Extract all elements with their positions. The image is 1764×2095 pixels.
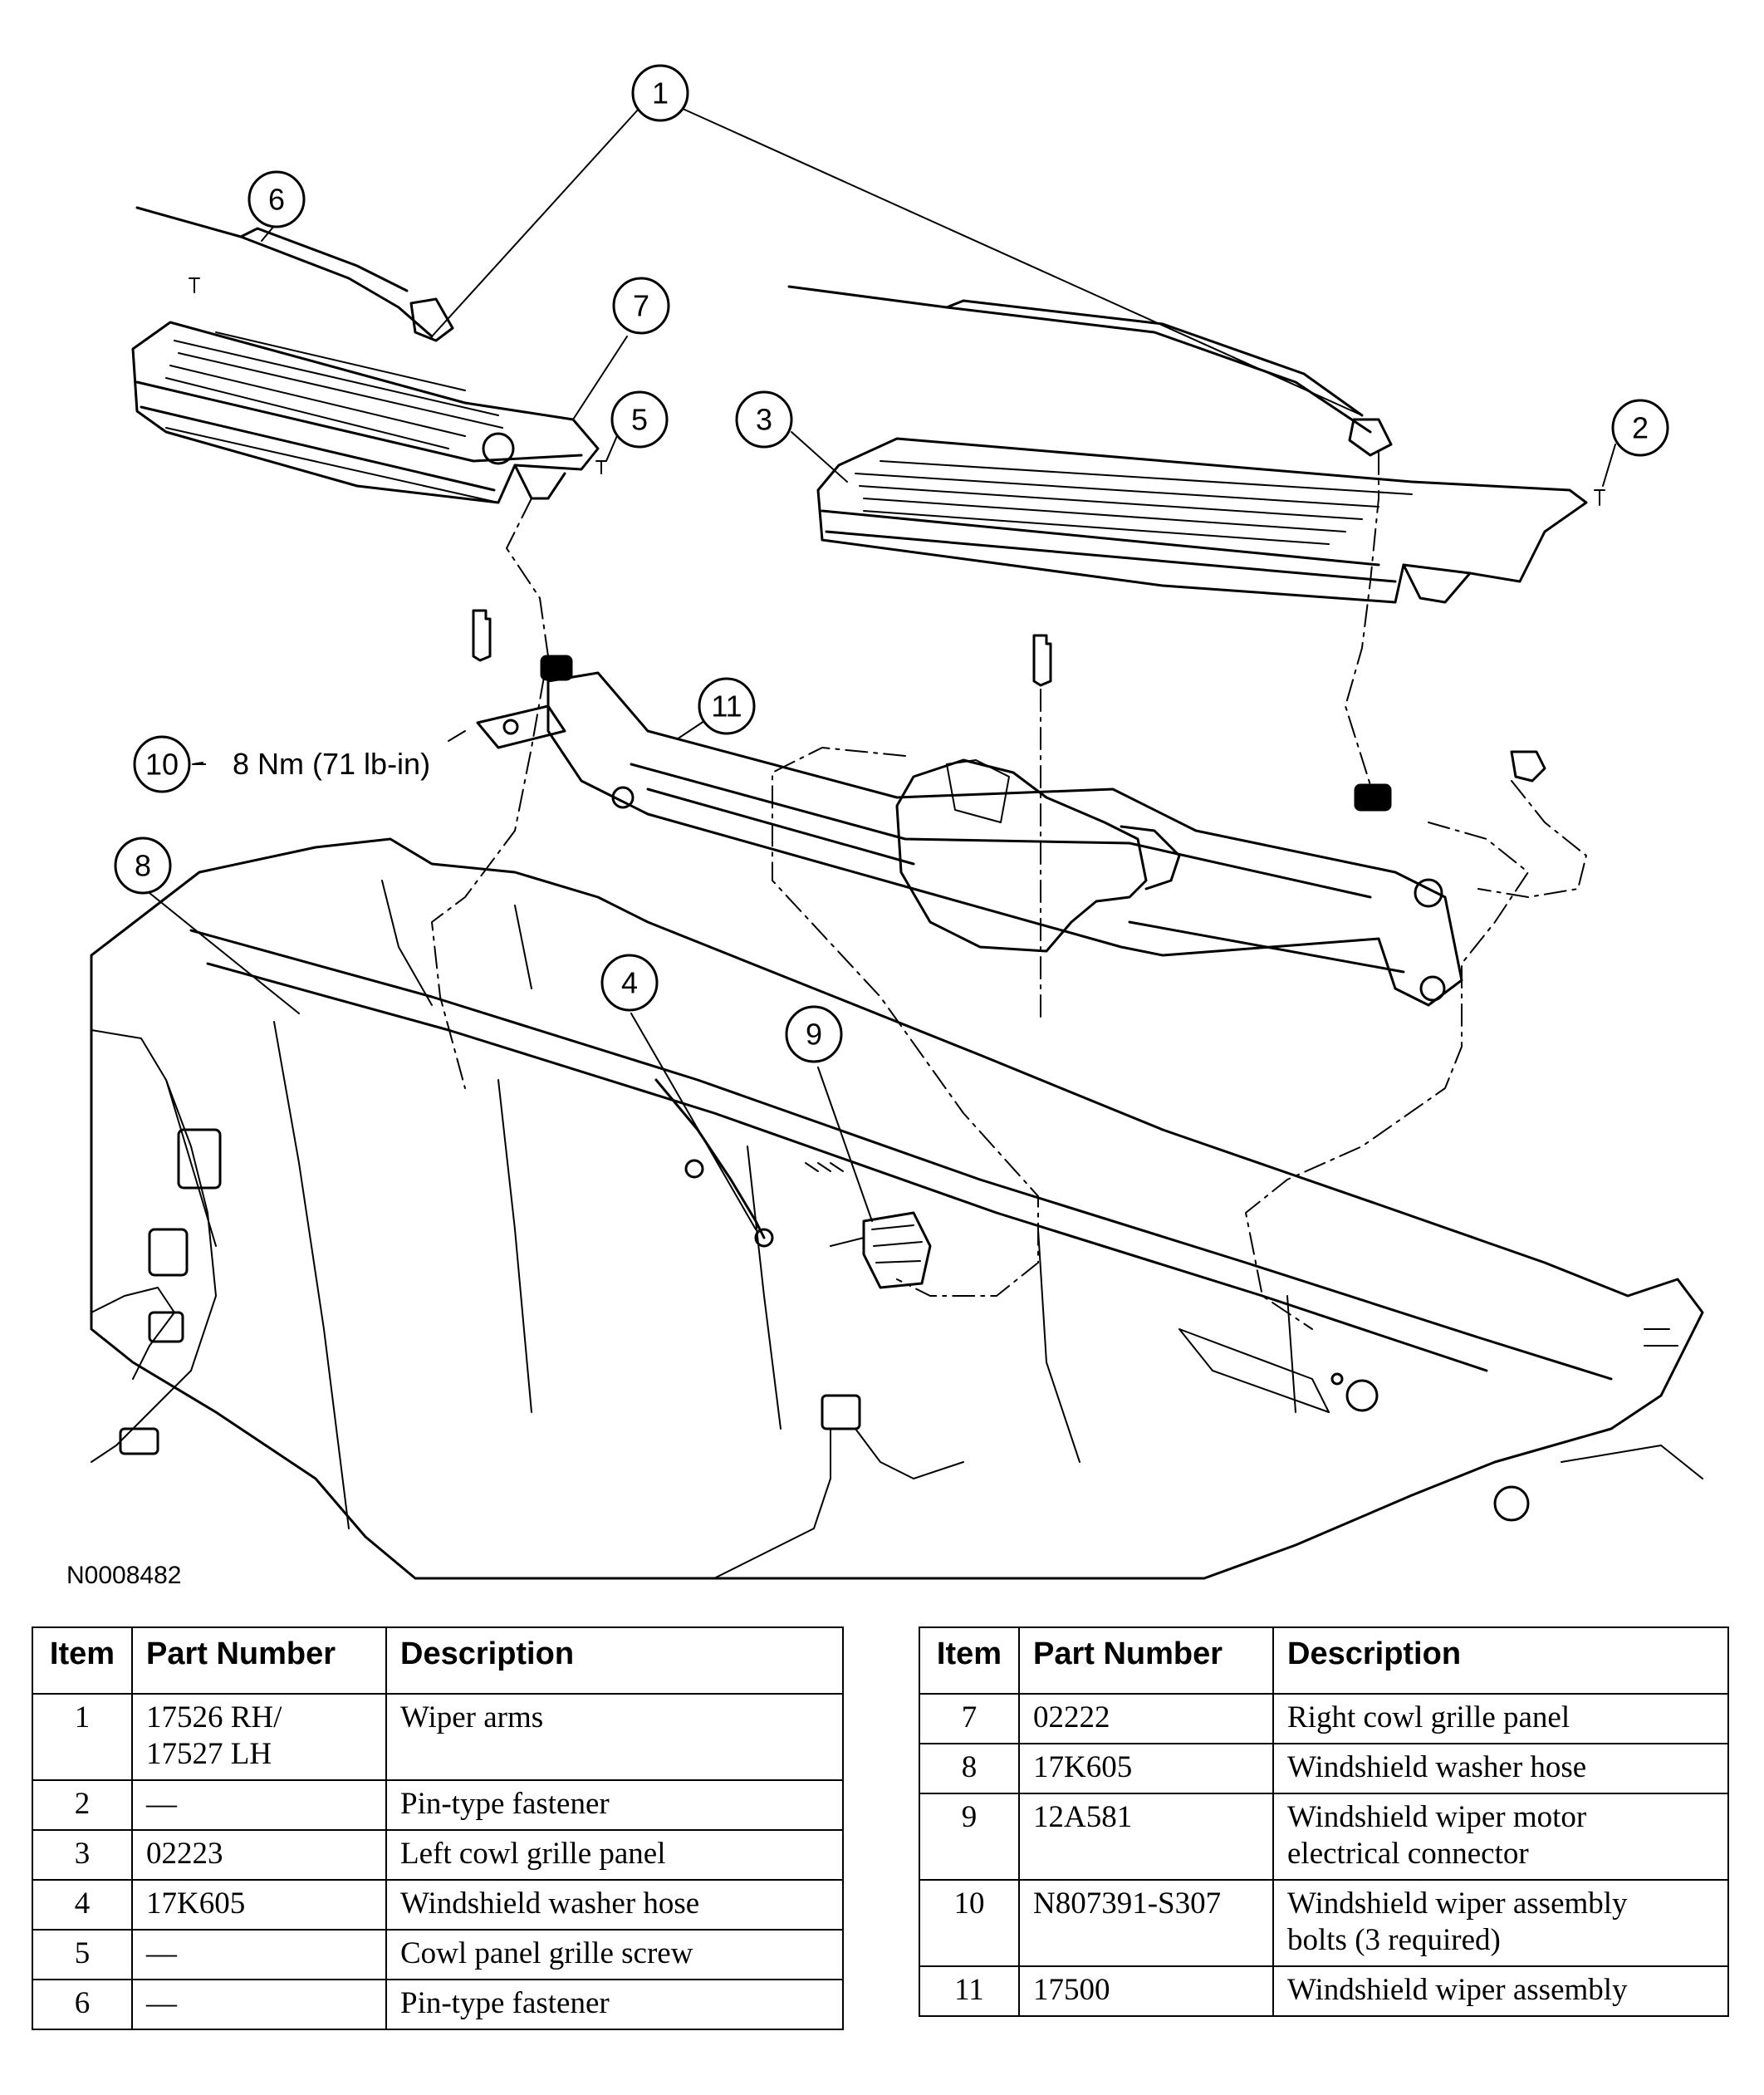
callout-8 [114,837,172,895]
table-header-row: Item Part Number Description [32,1626,844,1695]
callout-label-9: 9 [806,1018,822,1052]
item-cell: 5 [32,1929,133,1980]
part-number-cell: 17526 RH/ 17527 LH [131,1693,387,1781]
callout-label-8: 8 [135,849,151,883]
description-cell: Windshield wiper motor electrical connec… [1272,1793,1729,1881]
item-cell: 10 [919,1879,1020,1967]
wiper-linkage-assembly [476,655,1463,1007]
cowl-body-structure [90,837,1704,1580]
washer-hose [654,1078,844,1248]
wiper-arm-left [135,206,515,465]
table-row: 6—Pin-type fastener [32,1979,844,2030]
figure-id: N0008482 [66,1562,182,1589]
item-cell: 1 [32,1693,133,1781]
table-row: 2—Pin-type fastener [32,1779,844,1831]
part-number-cell: — [131,1929,387,1980]
part-number-cell: N807391-S307 [1018,1879,1274,1967]
callout-10 [133,735,191,793]
description-cell: Right cowl grille panel [1272,1693,1729,1744]
description-cell: Windshield washer hose [1272,1743,1729,1794]
callout-label-4: 4 [621,966,638,1000]
description-cell: Windshield wiper assembly bolts (3 requi… [1272,1879,1729,1967]
callout-4 [600,954,659,1012]
leader-lines [149,107,1616,1230]
callout-label-7: 7 [633,289,649,323]
item-cell: 4 [32,1879,133,1931]
callout-7 [612,277,670,335]
description-cell: Pin-type fastener [385,1779,844,1831]
callout-label-6: 6 [268,183,285,217]
part-number-cell: 17500 [1018,1965,1274,2017]
callout-11 [698,677,756,735]
callout-5 [610,390,669,449]
header-description: Description [385,1626,844,1695]
part-number-cell: 12A581 [1018,1793,1274,1881]
right-cowl-grille-panel [131,321,600,504]
part-number-cell: — [131,1979,387,2030]
header-part-number: Part Number [131,1626,387,1695]
header-item: Item [32,1626,133,1695]
description-cell: Windshield wiper assembly [1272,1965,1729,2017]
callout-circles [114,64,1669,1063]
callout-label-2: 2 [1632,411,1649,445]
part-number-cell: 17K605 [1018,1743,1274,1794]
description-cell: Cowl panel grille screw [385,1929,844,1980]
callout-6 [247,170,306,228]
part-number-cell: 02222 [1018,1693,1274,1744]
callout-2 [1611,399,1669,457]
table-header-row: Item Part Number Description [919,1626,1729,1695]
item-cell: 2 [32,1779,133,1831]
wiper-arm-right [787,285,1393,457]
item-cell: 6 [32,1979,133,2030]
left-cowl-grille-panel [816,437,1588,604]
phantom-lines [431,452,1587,1330]
part-number-cell: — [131,1779,387,1831]
callout-label-1: 1 [652,76,669,110]
callout-3 [735,390,793,449]
header-description: Description [1272,1626,1729,1695]
item-cell: 9 [919,1793,1020,1881]
pin-fasteners [189,277,1605,506]
part-number-cell: 17K605 [131,1879,387,1931]
item-cell: 11 [919,1965,1020,2017]
torque-label: 8 Nm (71 lb-in) [233,747,430,781]
item-cell: 3 [32,1829,133,1881]
lower-harness-connector [713,1394,964,1579]
callout-label-11: 11 [711,689,742,724]
wiring-harness [91,1029,222,1463]
wiper-assembly-bolts [472,609,1546,783]
callout-9 [785,1005,843,1063]
item-cell: 7 [919,1693,1020,1744]
header-item: Item [919,1626,1020,1695]
callout-1 [631,64,689,122]
description-cell: Pin-type fastener [385,1979,844,2030]
callout-label-5: 5 [631,403,648,437]
table-row: 5—Cowl panel grille screw [32,1929,844,1980]
motor-electrical-connector [830,1211,932,1289]
callout-label-10: 10 [145,748,179,782]
part-number-cell: 02223 [131,1829,387,1881]
header-part-number: Part Number [1018,1626,1274,1695]
description-cell: Wiper arms [385,1693,844,1781]
callout-label-3: 3 [756,403,772,437]
exploded-view-diagram: 1 2 3 4 5 6 7 8 9 10 11 8 Nm (71 lb-in) [90,64,1704,1580]
description-cell: Left cowl grille panel [385,1829,844,1881]
item-cell: 8 [919,1743,1020,1794]
description-cell: Windshield washer hose [385,1879,844,1931]
